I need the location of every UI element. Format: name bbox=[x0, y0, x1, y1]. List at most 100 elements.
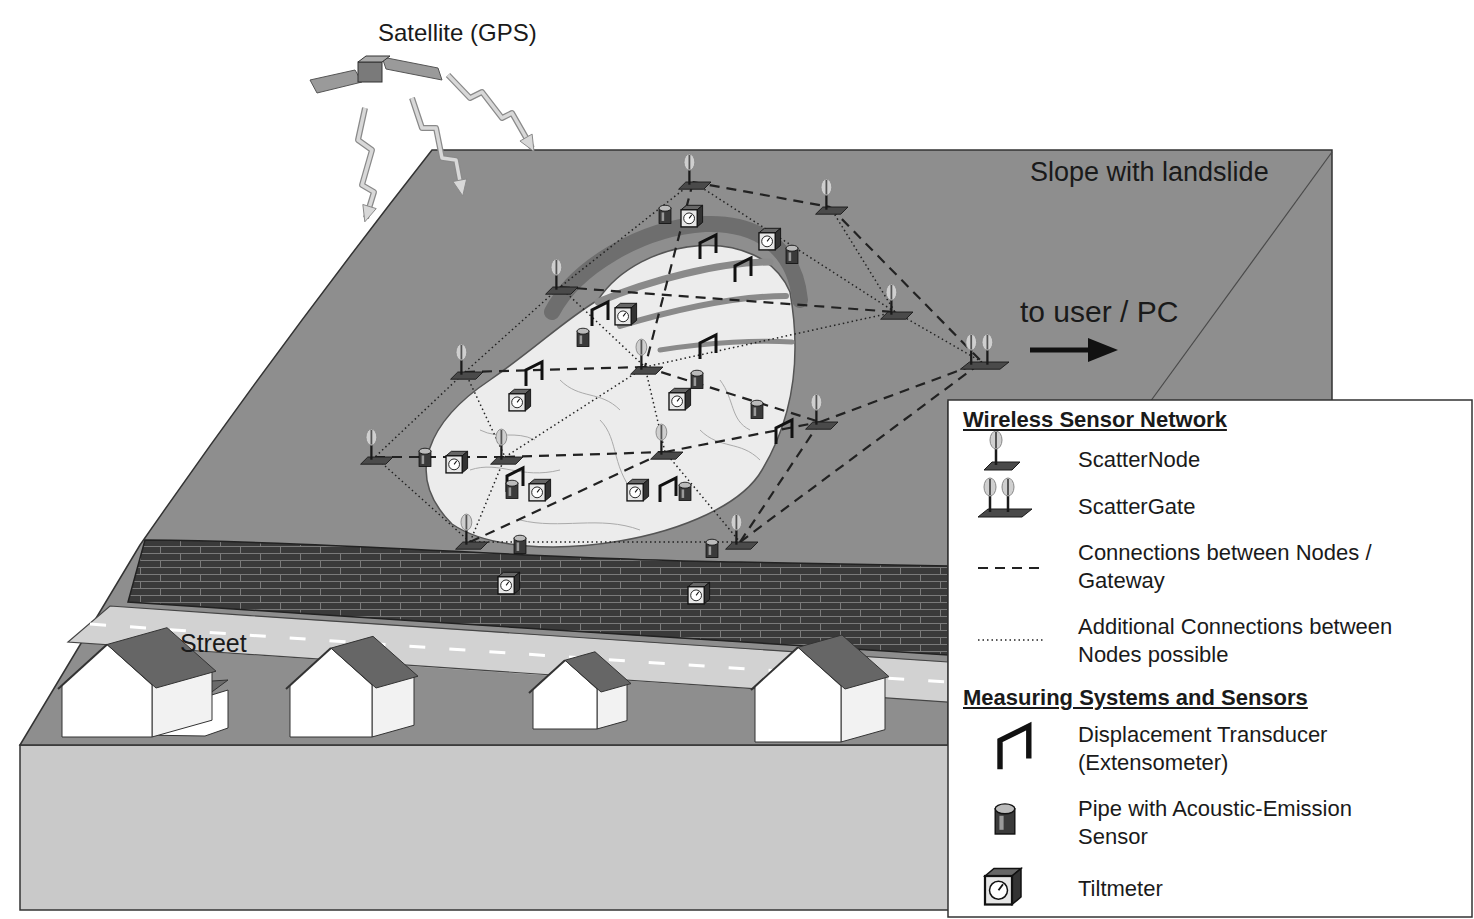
tiltmeter-side bbox=[1012, 869, 1021, 905]
additional-link bbox=[645, 367, 665, 452]
tiltmeter-side bbox=[697, 205, 702, 227]
antenna-plate bbox=[651, 452, 683, 459]
extensometer-wire bbox=[526, 362, 542, 386]
tiltmeter-face bbox=[498, 577, 514, 594]
extensometer-wire bbox=[1000, 726, 1029, 769]
tiltmeter-side bbox=[685, 388, 690, 410]
tiltmeter-needle bbox=[677, 398, 680, 402]
signal-bolt bbox=[358, 108, 374, 218]
additional-link bbox=[665, 452, 740, 542]
house-eave bbox=[529, 660, 565, 693]
antenna-radiation bbox=[966, 334, 977, 350]
tiltmeter-face bbox=[669, 393, 685, 410]
antenna-plate bbox=[546, 287, 578, 294]
annotation-label: Street bbox=[180, 628, 300, 659]
pipe-highlight bbox=[999, 816, 1003, 830]
extensometer-wire bbox=[700, 235, 716, 259]
legend-item: Additional Connections between Nodes pos… bbox=[1078, 613, 1418, 668]
antenna-rod bbox=[465, 515, 467, 529]
pipe-highlight bbox=[580, 335, 583, 344]
tiltmeter-face bbox=[615, 308, 631, 325]
tiltmeter-symbol bbox=[759, 228, 781, 250]
tiltmeter-dial bbox=[672, 396, 683, 407]
antenna-radiation bbox=[636, 339, 647, 355]
extensometer-symbol bbox=[526, 362, 542, 386]
extensometer-symbol bbox=[660, 478, 676, 502]
extensometer-wire bbox=[592, 302, 608, 326]
scatter-node bbox=[651, 424, 683, 459]
pipe-top bbox=[995, 804, 1015, 814]
extensometer-wire bbox=[776, 420, 792, 444]
tiltmeter-dial bbox=[990, 881, 1008, 899]
acoustic-pipe-symbol bbox=[506, 480, 518, 498]
network-link bbox=[560, 287, 895, 312]
tiltmeter-symbol bbox=[627, 479, 649, 501]
antenna-radiation bbox=[551, 259, 562, 275]
network-link bbox=[505, 452, 665, 457]
antenna-plate bbox=[806, 422, 838, 429]
antenna-radiation bbox=[461, 514, 472, 530]
ground-crack bbox=[480, 430, 535, 440]
antenna-rod bbox=[500, 430, 502, 444]
tiltmeter-side bbox=[514, 572, 519, 594]
antenna-plate bbox=[960, 362, 1009, 369]
house-roof bbox=[331, 636, 418, 688]
extensometer-wire bbox=[735, 258, 751, 282]
scatter-node bbox=[631, 339, 663, 374]
scarp-stripe bbox=[620, 296, 786, 326]
antenna-plate bbox=[361, 457, 393, 464]
ground-crack bbox=[600, 420, 640, 500]
network-link bbox=[740, 422, 820, 542]
extensometer-symbol bbox=[776, 420, 792, 444]
scatter-node bbox=[679, 154, 711, 189]
antenna-radiation bbox=[366, 429, 377, 445]
tiltmeter-side bbox=[545, 479, 550, 501]
antenna-rod bbox=[995, 432, 997, 448]
pipe-highlight bbox=[694, 377, 697, 386]
scatter-node bbox=[816, 179, 848, 214]
tiltmeter-dial bbox=[501, 580, 512, 591]
ground-crack bbox=[720, 380, 750, 430]
tiltmeter-dial bbox=[449, 459, 460, 470]
legend-text: ScatterNode bbox=[1078, 446, 1418, 474]
antenna-plate bbox=[679, 182, 711, 189]
tiltmeter-side bbox=[704, 582, 709, 604]
legend-text: Tiltmeter bbox=[1078, 875, 1418, 903]
scatter-node bbox=[491, 429, 523, 464]
scatter-node bbox=[546, 259, 578, 294]
antenna-plate bbox=[631, 367, 663, 374]
tiltmeter-symbol bbox=[529, 479, 551, 501]
antenna-rod bbox=[661, 425, 663, 439]
slope-edge bbox=[1150, 152, 1332, 402]
satellite bbox=[310, 56, 442, 93]
legend-dotted-line bbox=[978, 639, 1044, 641]
antenna-rod bbox=[736, 515, 738, 529]
network-link bbox=[465, 367, 645, 372]
legend-heading: Measuring Systems and Sensors bbox=[963, 684, 1423, 712]
antenna-plate bbox=[726, 542, 758, 549]
acoustic-pipe-symbol bbox=[514, 535, 526, 553]
additional-link bbox=[375, 372, 465, 457]
signal-bolt-head bbox=[453, 179, 467, 196]
legend-item: ScatterGate bbox=[1078, 493, 1418, 521]
tiltmeter-face bbox=[688, 587, 704, 604]
tiltmeter-face bbox=[985, 876, 1012, 905]
legend-text: Pipe with Acoustic-Emission Sensor bbox=[1078, 795, 1418, 850]
scatter-node bbox=[726, 514, 758, 549]
network-link bbox=[375, 456, 505, 458]
scatter-node bbox=[806, 394, 838, 429]
antenna-rod bbox=[460, 345, 462, 359]
antenna-rod bbox=[891, 285, 893, 299]
tiltmeter-needle bbox=[454, 461, 457, 465]
antenna-rod bbox=[370, 430, 372, 444]
pipe-highlight bbox=[422, 455, 425, 464]
legend-text: Additional Connections between Nodes pos… bbox=[1078, 613, 1418, 668]
additional-link bbox=[895, 312, 982, 362]
additional-link bbox=[830, 207, 895, 312]
tiltmeter-face bbox=[529, 484, 545, 501]
tiltmeter-needle bbox=[517, 399, 520, 403]
legend-dashed-line bbox=[978, 567, 1044, 569]
additional-link bbox=[560, 182, 693, 287]
